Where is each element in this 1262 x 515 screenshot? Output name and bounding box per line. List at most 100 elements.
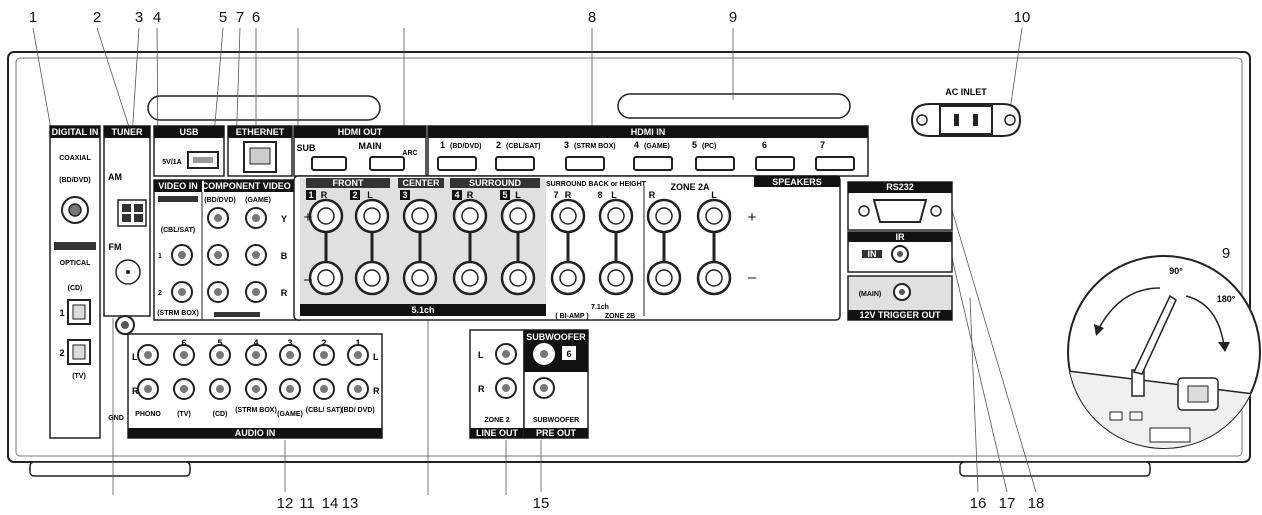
sb-r: R <box>565 190 572 200</box>
digital-in-section: DIGITAL IN COAXIAL (BD/DVD) OPTICAL (CD)… <box>49 125 101 439</box>
center-label: CENTER <box>402 178 440 188</box>
optical-label: OPTICAL <box>60 260 91 267</box>
am-label: AM <box>108 172 122 182</box>
hdmi-in-4-num: 4 <box>634 140 639 150</box>
audio-in-section: AUDIO IN L R L R 6 5 4 3 2 1 <box>127 333 383 439</box>
hdmi-sub-label: SUB <box>296 143 316 153</box>
hdmi-in-section: HDMI IN 1 (BD/DVD) 2 (CBL/SAT) 3 (STRM B… <box>427 125 869 177</box>
ch-5: 5 <box>502 190 507 200</box>
audio-in-cbl: (CBL/ SAT) <box>306 407 342 414</box>
comp-r-label: R <box>281 288 288 298</box>
hdmi-in-3-name: (STRM BOX) <box>574 143 616 150</box>
callout-4: 4 <box>153 9 161 26</box>
rs232-section: RS232 <box>847 181 953 231</box>
comp-bd-label: (BD/DVD) <box>204 197 236 204</box>
callout-3: 3 <box>135 9 143 26</box>
hdmi-out-sub-port[interactable] <box>311 156 347 171</box>
audio-in-1-num: 1 <box>355 338 360 348</box>
digital-in-label: DIGITAL IN <box>52 127 99 137</box>
hdmi-in-ports[interactable] <box>437 156 855 171</box>
video-2-num: 2 <box>158 290 162 297</box>
pre-out-label: PRE OUT <box>536 428 577 438</box>
callout-17: 17 <box>999 495 1016 512</box>
component-jacks[interactable] <box>207 207 267 303</box>
ac-inlet-socket[interactable] <box>939 105 993 135</box>
callout-18: 18 <box>1028 495 1045 512</box>
trigger-section: 12V TRIGGER OUT (MAIN) <box>847 275 953 321</box>
rotation-arc-left <box>1097 287 1161 331</box>
video-component-section: VIDEO IN COMPONENT VIDEO IN (CBL/SAT) 1 … <box>153 179 303 321</box>
hdmi-in-label: HDMI IN <box>631 127 666 137</box>
speaker-channel-numbers: 1 2 3 4 5 7 8 R L R L R L R L <box>306 190 717 200</box>
front-r: R <box>321 190 328 200</box>
ch51-label: 5.1ch <box>411 305 434 315</box>
gnd-terminal[interactable]: GND <box>108 315 135 422</box>
zone2a-l: L <box>711 190 717 200</box>
audio-in-cd: (CD) <box>213 411 228 418</box>
trigger-out-label: 12V TRIGGER OUT <box>859 310 941 320</box>
audio-in-jacks[interactable] <box>137 344 369 400</box>
audio-in-tv: (TV) <box>177 411 191 418</box>
coaxial-bd-label: (BD/DVD) <box>59 177 91 184</box>
hdmi-in-labels: 1 (BD/DVD) 2 (CBL/SAT) 3 (STRM BOX) 4 (G… <box>440 140 825 150</box>
hdmi-in-7-num: 7 <box>820 140 825 150</box>
ac-inlet-section: AC INLET <box>910 87 1022 137</box>
audio-in-strm: (STRM BOX) <box>235 407 277 414</box>
speakers-section: SPEAKERS FRONT CENTER SURROUND SURROUND … <box>293 175 841 321</box>
callout-14: 14 <box>322 495 339 512</box>
callout-16: 16 <box>970 495 987 512</box>
optical-2-num: 2 <box>59 348 64 358</box>
hdmi-arc-label: ARC <box>402 150 417 157</box>
audio-in-label: AUDIO IN <box>235 428 276 438</box>
speaker-posts[interactable] <box>308 198 732 296</box>
video-strm-label: (STRM BOX) <box>157 310 199 317</box>
callout-5: 5 <box>219 9 227 26</box>
gnd-label: GND <box>108 415 124 422</box>
tuner-label: TUNER <box>112 127 143 137</box>
hdmi-in-5-num: 5 <box>692 140 697 150</box>
foot-right <box>959 461 1151 477</box>
ch-2: 2 <box>352 190 357 200</box>
angle-90-label: 90° <box>1169 266 1183 276</box>
component-video-in-label: COMPONENT VIDEO IN <box>202 181 303 191</box>
rs232-label: RS232 <box>886 182 914 192</box>
coaxial-label: COAXIAL <box>59 155 91 162</box>
am-terminal[interactable] <box>117 199 147 227</box>
line-out-r: R <box>478 384 485 394</box>
audio-in-4-num: 4 <box>253 338 258 348</box>
audio-in-2-num: 2 <box>321 338 326 348</box>
polarity-plus: + <box>748 209 757 226</box>
callout-9-inset: 9 <box>1222 245 1230 262</box>
callout-7: 7 <box>236 9 244 26</box>
fm-label: FM <box>109 242 122 252</box>
trigger-main-label: (MAIN) <box>859 291 882 298</box>
callout-12: 12 <box>277 495 294 512</box>
subwoofer-label-bottom: SUBWOOFER <box>533 417 579 424</box>
ac-inlet-label: AC INLET <box>945 87 987 97</box>
antenna-inset <box>1132 294 1177 375</box>
hdmi-main-label: MAIN <box>359 141 382 151</box>
hdmi-in-2-num: 2 <box>496 140 501 150</box>
hdmi-in-5-name: (PC) <box>702 143 716 150</box>
audio-in-5-num: 5 <box>217 338 222 348</box>
zone2a-r: R <box>649 190 656 200</box>
usb-section: USB 5V/1A <box>153 125 225 177</box>
chassis-inner <box>15 57 1243 457</box>
polarity-minus-left: – <box>304 271 313 288</box>
usb-spec: 5V/1A <box>162 159 181 166</box>
hdmi-out-main-port[interactable] <box>369 156 405 171</box>
hdmi-out-label: HDMI OUT <box>338 127 383 137</box>
pre-out-section: SUBWOOFER 6 SUBWOOFER PRE OUT <box>523 329 589 439</box>
audio-in-game: (GAME) <box>277 411 303 418</box>
front-l: L <box>367 190 373 200</box>
hdmi-in-4-name: (GAME) <box>644 143 670 150</box>
audio-in-r-left: R <box>132 386 139 396</box>
surround-l: L <box>515 190 521 200</box>
polarity-plus-left: + <box>304 209 313 226</box>
speakers-label: SPEAKERS <box>772 177 822 187</box>
rs232-port[interactable] <box>872 199 928 223</box>
audio-in-r-right: R <box>373 386 380 396</box>
optical-1-num: 1 <box>59 308 64 318</box>
optical-tv-label: (TV) <box>72 373 86 380</box>
